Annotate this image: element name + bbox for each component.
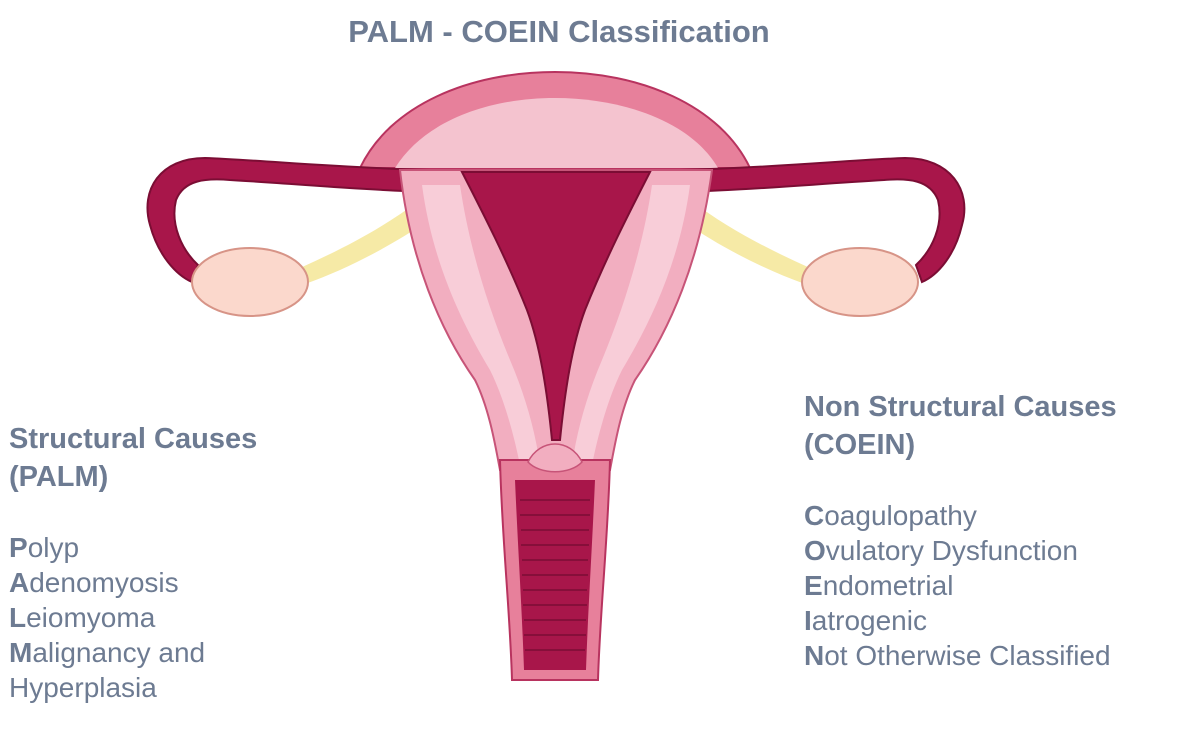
non-structural-causes-heading: Non Structural Causes (COEIN) (804, 388, 1188, 464)
diagram-title: PALM - COEIN Classification (0, 14, 1118, 50)
heading-line-2: (PALM) (9, 458, 409, 496)
list-item: Ovulatory Dysfunction (804, 533, 1188, 568)
list-item: Leiomyoma (9, 600, 409, 635)
structural-causes-panel: Structural Causes (PALM) Polyp Adenomyos… (9, 420, 409, 705)
list-item: Hyperplasia (9, 670, 409, 705)
list-item: Polyp (9, 530, 409, 565)
structural-causes-heading: Structural Causes (PALM) (9, 420, 409, 496)
heading-line-1: Non Structural Causes (804, 388, 1188, 426)
left-ovary (192, 248, 308, 316)
list-item: Adenomyosis (9, 565, 409, 600)
list-item: Iatrogenic (804, 603, 1188, 638)
list-item: Not Otherwise Classified (804, 638, 1188, 673)
non-structural-causes-panel: Non Structural Causes (COEIN) Coagulopat… (804, 388, 1188, 673)
right-ovary (802, 248, 918, 316)
list-item: Malignancy and (9, 635, 409, 670)
heading-line-2: (COEIN) (804, 426, 1188, 464)
list-item: Endometrial (804, 568, 1188, 603)
heading-line-1: Structural Causes (9, 420, 409, 458)
list-item: Coagulopathy (804, 498, 1188, 533)
